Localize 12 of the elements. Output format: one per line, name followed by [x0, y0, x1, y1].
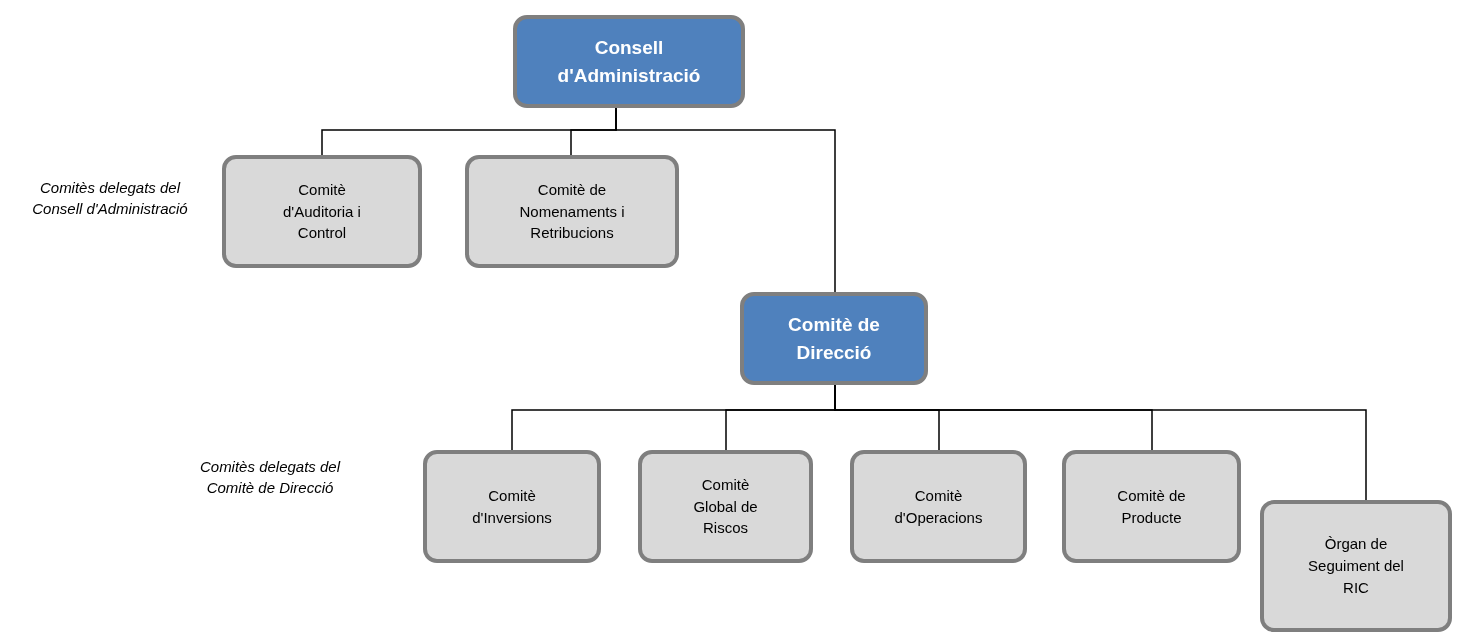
committee-box: Comitè d'Auditoria i Control — [222, 155, 422, 268]
committee-box: Comitè de Nomenaments i Retribucions — [465, 155, 679, 268]
committee-box: Comitè Global de Riscos — [638, 450, 813, 563]
committee-box: Comitè d'Operacions — [850, 450, 1027, 563]
group-note: Comitès delegats del Comitè de Direcció — [198, 457, 342, 498]
main-body-box: Comitè de Direcció — [740, 292, 928, 385]
connector-line — [615, 107, 836, 293]
committee-box: Comitè de Producte — [1062, 450, 1241, 563]
committee-box: Comitè d'Inversions — [423, 450, 601, 563]
main-body-box: Consell d'Administració — [513, 15, 745, 108]
committee-box: Òrgan de Seguiment del RIC — [1260, 500, 1452, 632]
group-note: Comitès delegats del Consell d'Administració — [31, 178, 189, 219]
